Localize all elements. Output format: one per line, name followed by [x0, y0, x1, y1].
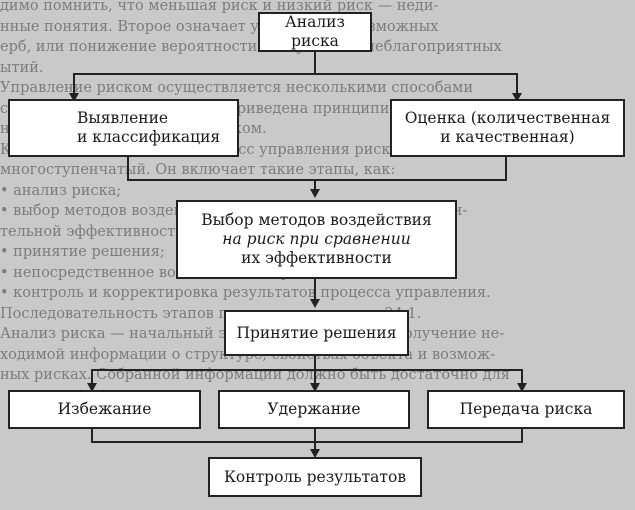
select-methods-line: Выбор методов воздействия — [201, 211, 432, 229]
connector — [314, 369, 316, 387]
arrow-head — [69, 93, 79, 102]
bg-line: ных рисках. Собранной информации должно … — [0, 367, 510, 383]
monitor-box: Контроль результатов — [208, 457, 422, 497]
avoid-label: Избежание — [57, 400, 152, 418]
arrow-head — [87, 383, 97, 392]
connector — [314, 179, 316, 193]
decision-box: Принятие решения — [224, 310, 409, 356]
arrow-head — [310, 299, 320, 308]
connector — [73, 73, 518, 75]
connector — [91, 441, 523, 443]
bg-line: ерб, или понижение вероятности наступлен… — [0, 39, 502, 55]
bg-line: многоступенчатый. Он включает такие этап… — [0, 162, 396, 178]
bg-line: Управление риском осуществляется несколь… — [0, 80, 474, 96]
connector — [521, 369, 523, 387]
assess-box: Оценка (количественная и качественная) — [390, 99, 625, 157]
connector — [314, 278, 316, 303]
select-methods-box: Выбор методов воздействия на риск при ср… — [176, 200, 457, 279]
assess-line: и качественная) — [440, 128, 575, 146]
assess-line: Оценка (количественная — [404, 109, 611, 127]
arrow-head — [310, 383, 320, 392]
connector — [516, 73, 518, 97]
connector — [73, 73, 75, 97]
identify-line: и классификация — [77, 128, 221, 146]
connector — [314, 51, 316, 74]
decision-label: Принятие решения — [236, 323, 397, 342]
connector — [314, 428, 316, 442]
identify-box: Выявление и классификация — [8, 99, 239, 157]
identify-line: Выявление — [77, 109, 169, 127]
risk-analysis-box: Анализ риска — [258, 12, 372, 52]
arrow-head — [517, 383, 527, 392]
bg-line: • контроль и корректировка результатов п… — [0, 285, 491, 301]
assess-label: Оценка (количественная и качественная) — [405, 109, 611, 147]
connector — [91, 428, 93, 442]
select-methods-line: на риск при сравнении — [222, 230, 411, 248]
connector — [91, 369, 523, 371]
connector — [314, 355, 316, 370]
retain-label: Удержание — [267, 400, 361, 418]
select-methods-label: Выбор методов воздействия на риск при ср… — [201, 211, 432, 268]
arrow-head — [512, 93, 522, 102]
connector — [521, 428, 523, 442]
transfer-label: Передача риска — [459, 400, 593, 418]
retain-box: Удержание — [218, 390, 410, 429]
arrow-head — [310, 189, 320, 198]
bg-line: тельной эффективности; — [0, 223, 190, 240]
transfer-box: Передача риска — [427, 390, 625, 429]
connector — [127, 179, 507, 181]
bg-line: ытий. — [0, 59, 44, 76]
connector — [505, 156, 507, 180]
bg-line: димо помнить, что меньшая риск и низкий … — [0, 0, 439, 14]
risk-analysis-label: Анализ риска — [285, 13, 345, 50]
bg-line: • анализ риска; — [0, 182, 122, 199]
identify-label: Выявление и классификация — [77, 109, 220, 147]
connector — [127, 156, 129, 180]
monitor-label: Контроль результатов — [223, 467, 407, 486]
avoid-box: Избежание — [8, 390, 201, 429]
bg-line: • принятие решения; — [0, 244, 165, 260]
select-methods-line: их эффективности — [241, 249, 392, 267]
connector — [91, 369, 93, 387]
arrow-head — [310, 449, 320, 458]
connector — [314, 441, 316, 453]
